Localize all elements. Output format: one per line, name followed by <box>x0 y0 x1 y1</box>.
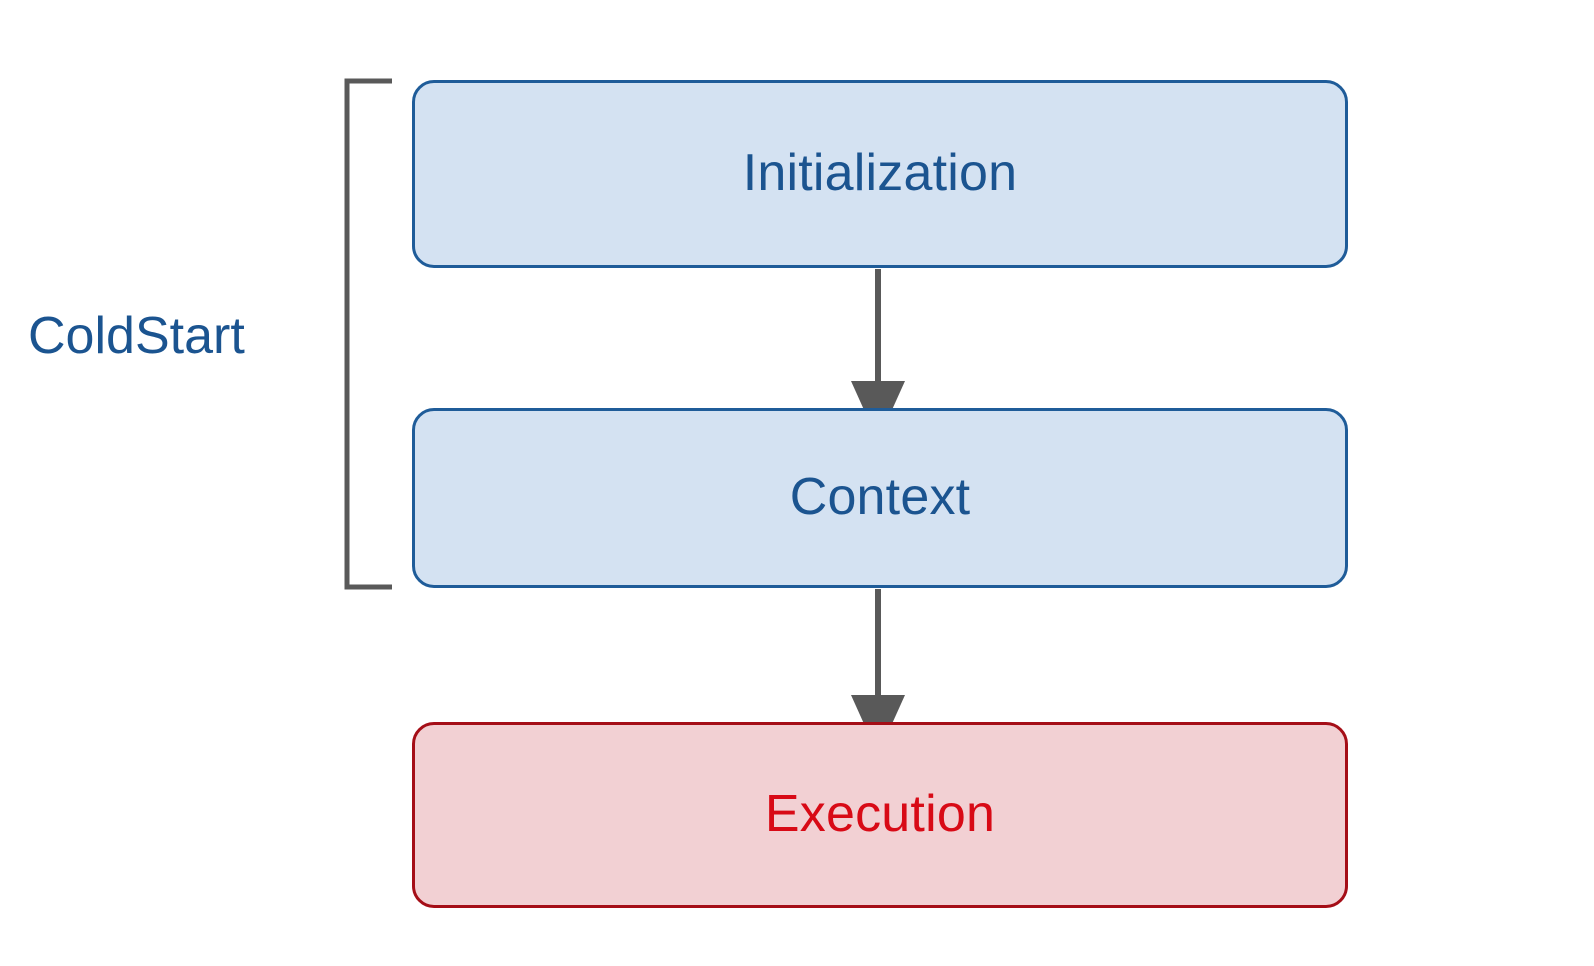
node-initialization-label: Initialization <box>742 144 1018 203</box>
node-initialization[interactable]: Initialization <box>412 80 1348 268</box>
node-execution-label: Execution <box>764 785 996 844</box>
node-context-label: Context <box>789 468 971 527</box>
coldstart-group-label: ColdStart <box>28 307 245 365</box>
coldstart-bracket-icon <box>344 78 392 590</box>
node-execution[interactable]: Execution <box>412 722 1348 908</box>
node-context[interactable]: Context <box>412 408 1348 588</box>
